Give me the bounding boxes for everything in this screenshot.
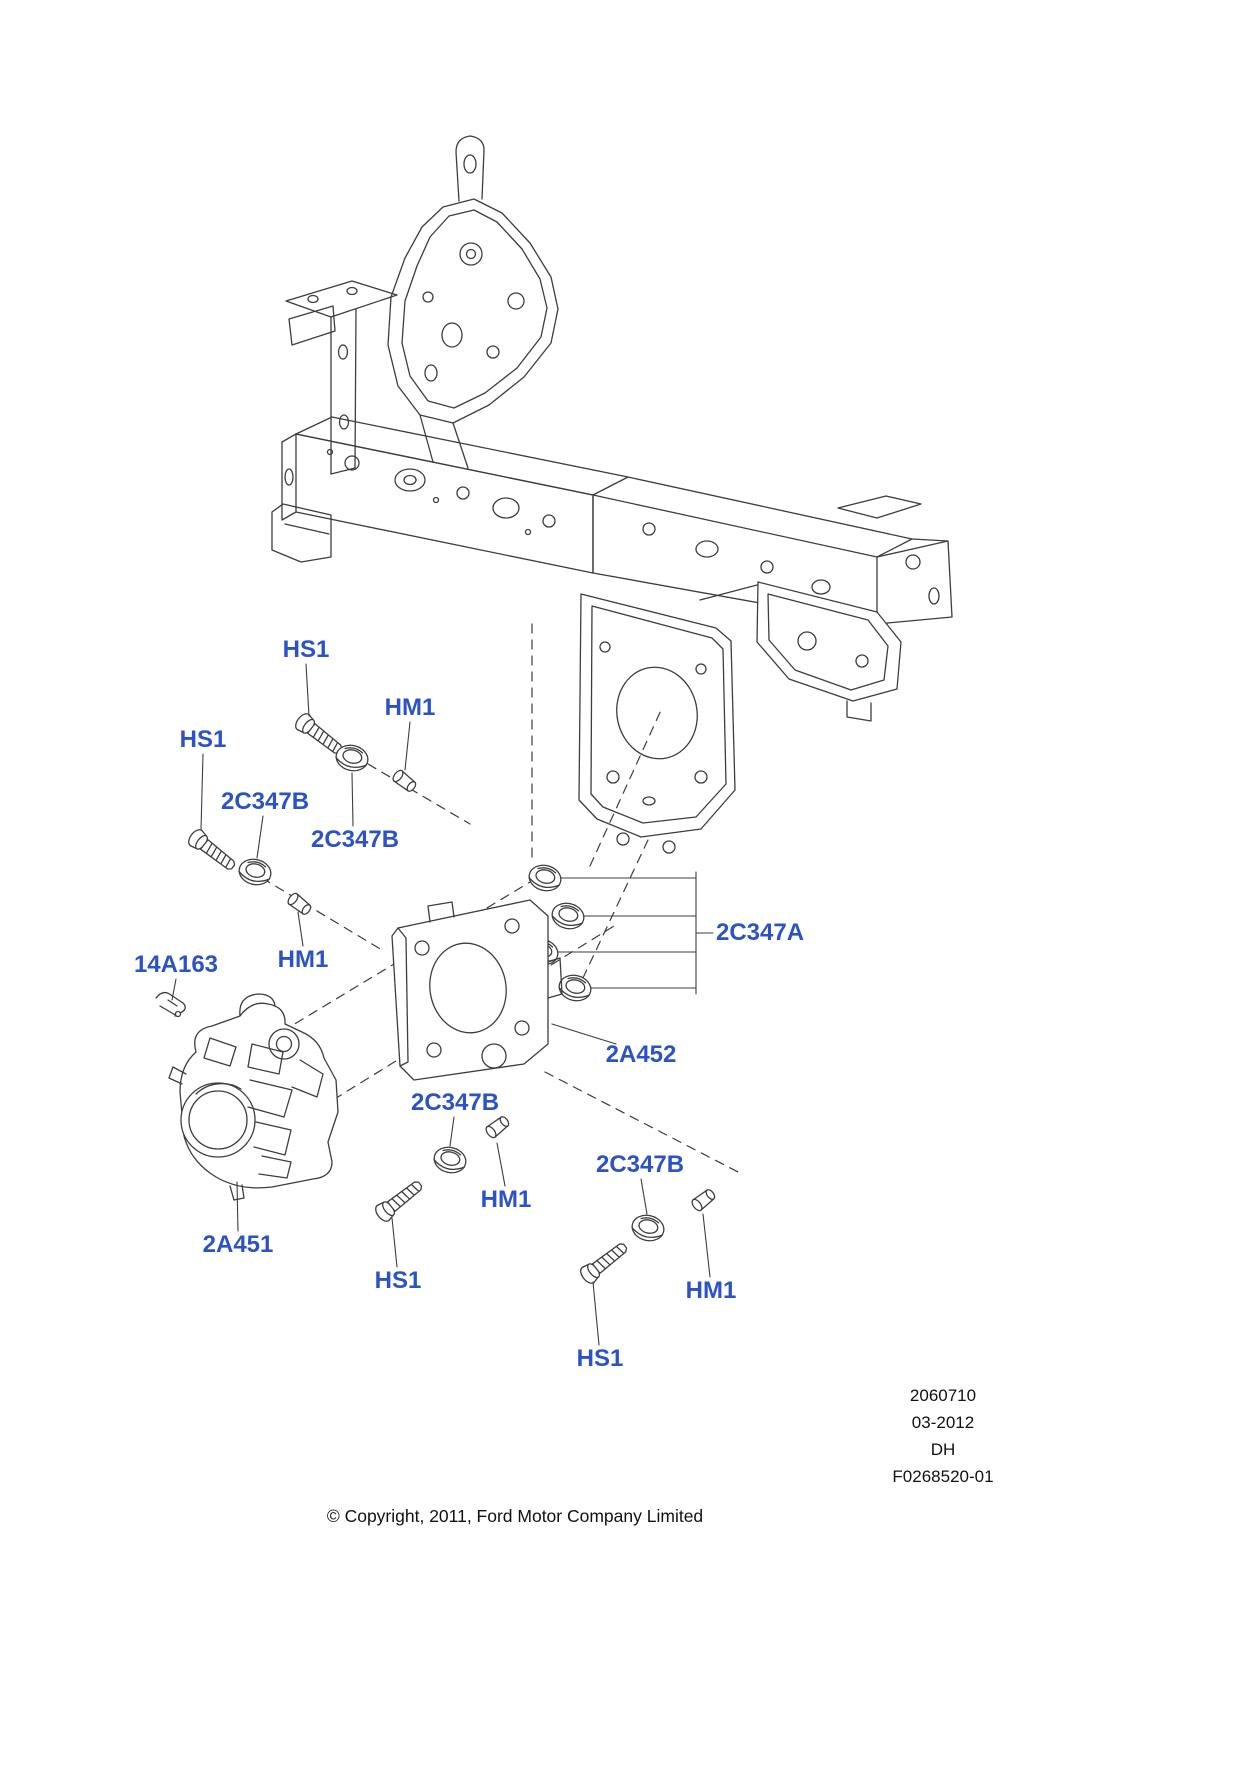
assembly-axis-dashed-lines: [261, 623, 739, 1173]
part-label-2c347b-2: 2C347B: [310, 826, 400, 853]
grommet-2c347b-4: [628, 1211, 668, 1245]
pump-module-2a451: [168, 993, 339, 1201]
part-label-2c347b-3: 2C347B: [410, 1089, 500, 1116]
bolt-hs1-4: [577, 1237, 632, 1287]
grommet-2c347a-1: [525, 861, 565, 895]
spacer-hm1-4: [689, 1186, 718, 1213]
figure-number: F0268520-01: [892, 1467, 994, 1486]
part-label-hm1-2: HM1: [277, 946, 329, 973]
drawing-info-block: 2060710 03-2012 DH F0268520-01: [868, 1382, 1018, 1490]
drawing-number: 2060710: [909, 1386, 977, 1405]
grommet-2c347a-2: [548, 899, 588, 933]
drawing-date: 03-2012: [911, 1413, 975, 1432]
part-label-2a451: 2A451: [202, 1231, 274, 1258]
part-label-2c347a: 2C347A: [715, 919, 805, 946]
group-bracket-2c347a: [557, 871, 714, 995]
part-label-2a452: 2A452: [605, 1041, 677, 1068]
frame-assembly: [271, 135, 953, 854]
bolt-hs1-3: [372, 1175, 427, 1225]
part-label-hs1-2: HS1: [179, 726, 227, 753]
spacer-hm1-1: [390, 768, 419, 795]
part-label-hm1-4: HM1: [685, 1277, 737, 1304]
part-label-hs1-4: HS1: [576, 1345, 624, 1372]
part-label-2c347b-4: 2C347B: [595, 1151, 685, 1178]
part-label-2c347b-1: 2C347B: [220, 788, 310, 815]
drawing-initials: DH: [930, 1440, 956, 1459]
grommet-2c347b-1: [235, 855, 275, 889]
copyright-notice: © Copyright, 2011, Ford Motor Company Li…: [326, 1506, 704, 1526]
part-label-hs1-1: HS1: [282, 636, 330, 663]
part-label-hs1-3: HS1: [374, 1267, 422, 1294]
mounting-bracket-2a452: [391, 899, 563, 1081]
retainer-clip-14a163: [155, 991, 186, 1018]
part-label-hm1-3: HM1: [480, 1186, 532, 1213]
bolt-hs1-2: [185, 826, 240, 876]
part-label-hm1-1: HM1: [384, 694, 436, 721]
spacer-hm1-3: [483, 1113, 512, 1140]
label-leader-lines: [171, 663, 711, 1346]
part-label-14a163: 14A163: [133, 951, 219, 978]
grommet-2c347b-3: [430, 1143, 470, 1177]
